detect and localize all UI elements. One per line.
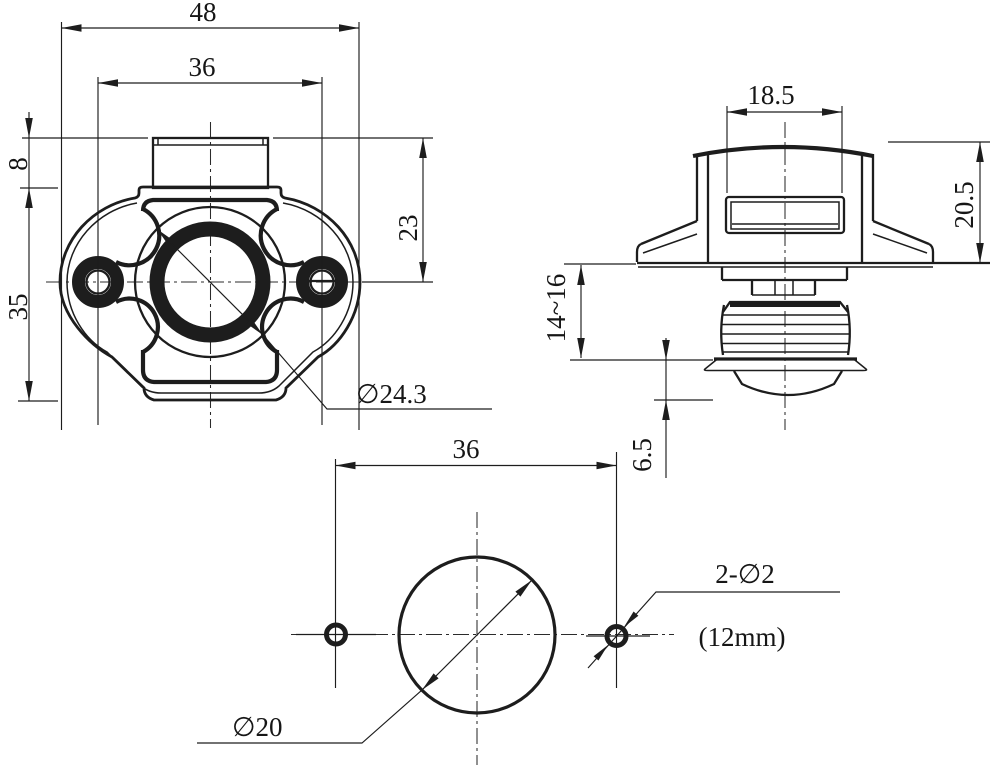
arrowhead bbox=[422, 673, 439, 690]
right-wing-edge bbox=[872, 219, 930, 246]
arrowhead bbox=[577, 265, 585, 285]
dim-label: ∅20 bbox=[232, 712, 283, 742]
right-wing-edge2 bbox=[872, 233, 928, 254]
latch-body bbox=[58, 185, 362, 402]
neck-ticks bbox=[752, 280, 815, 296]
arrowhead bbox=[593, 645, 608, 661]
dim-label: ∅24.3 bbox=[356, 379, 427, 409]
arrowhead bbox=[335, 461, 356, 470]
neck-upper bbox=[720, 267, 849, 282]
arrowhead bbox=[25, 381, 33, 401]
neck-lower bbox=[750, 280, 817, 295]
arrowhead bbox=[98, 79, 118, 87]
neck-assembly bbox=[720, 267, 849, 296]
latch-slot-outer bbox=[724, 195, 846, 235]
head-cap bbox=[635, 144, 990, 268]
arrowhead bbox=[662, 400, 670, 420]
dim-label: 8 bbox=[3, 157, 33, 171]
knob bbox=[133, 205, 287, 359]
dim-body-height: 35 bbox=[3, 188, 58, 402]
arrowhead bbox=[976, 142, 984, 162]
arrowhead bbox=[624, 611, 639, 627]
arrowhead bbox=[25, 188, 33, 208]
arrowhead bbox=[662, 340, 670, 360]
drill-template: 36 ∅20 2-∅2 (12mm) bbox=[197, 434, 840, 765]
latch-slot-inner bbox=[730, 201, 840, 230]
leader-line bbox=[197, 689, 423, 744]
dim-hole-spacing-front: 36 bbox=[97, 52, 323, 425]
diameter-line bbox=[421, 579, 533, 691]
plate-petal-lower-left bbox=[115, 296, 160, 354]
plate-petal-lower-right bbox=[260, 296, 305, 354]
dim-tip-length: 6.5 bbox=[627, 338, 713, 478]
dim-label: 36 bbox=[453, 434, 480, 464]
threaded-barrel bbox=[703, 300, 868, 397]
body-outer-contour bbox=[58, 185, 362, 402]
dim-label: 20.5 bbox=[949, 181, 979, 228]
arrowhead bbox=[419, 138, 427, 158]
side-view: 18.5 20.5 14~16 6.5 bbox=[541, 80, 990, 478]
dim-label: 2-∅2 bbox=[715, 559, 775, 589]
dim-button-width: 18.5 bbox=[726, 80, 843, 193]
arrowhead bbox=[596, 461, 617, 470]
washer-outline bbox=[703, 357, 868, 372]
arrowhead bbox=[727, 108, 747, 116]
body-inner-contour bbox=[66, 202, 354, 394]
arrowhead bbox=[246, 318, 263, 335]
tip-dome bbox=[733, 370, 843, 397]
dim-pilot-holes: 2-∅2 (12mm) bbox=[587, 559, 840, 669]
dim-head-height: 20.5 bbox=[888, 141, 990, 263]
arrowhead bbox=[577, 338, 585, 358]
left-wing-edge2 bbox=[642, 233, 698, 254]
arrowhead bbox=[419, 262, 427, 282]
leader-line bbox=[262, 334, 492, 410]
arrowhead bbox=[339, 24, 359, 32]
left-wing-tip bbox=[635, 242, 642, 262]
dim-clamp-range: 14~16 bbox=[541, 263, 713, 361]
mount-plate-top bbox=[140, 197, 280, 212]
cap-top-arc bbox=[692, 144, 874, 159]
dim-label: 18.5 bbox=[747, 80, 794, 110]
arrowhead bbox=[976, 243, 984, 263]
mount-plate-bottom bbox=[140, 350, 280, 385]
diameter-line bbox=[156, 228, 264, 336]
arrowhead bbox=[515, 580, 532, 597]
barrel-side-left bbox=[720, 304, 726, 356]
right-wing-tip bbox=[928, 242, 935, 262]
dim-knob-diameter: ∅24.3 bbox=[156, 228, 492, 410]
dim-label: 35 bbox=[3, 294, 33, 321]
dim-center-to-top: 23 bbox=[273, 137, 433, 283]
arrowhead bbox=[25, 118, 33, 138]
barrel-side-right bbox=[845, 304, 851, 356]
dim-button-height: 8 bbox=[3, 112, 148, 401]
dim-label: 23 bbox=[393, 215, 423, 242]
arrowhead bbox=[61, 24, 82, 32]
dim-label: 48 bbox=[190, 0, 217, 27]
knob-outer-circle bbox=[133, 205, 287, 359]
dim-label: 6.5 bbox=[627, 438, 657, 472]
plate-petal-upper-right bbox=[258, 207, 305, 268]
arrowhead bbox=[822, 108, 842, 116]
dim-main-bore: ∅20 bbox=[197, 579, 533, 744]
panel-thickness-note: (12mm) bbox=[699, 622, 786, 652]
barrel-top-chamfer bbox=[722, 300, 849, 313]
left-wing-edge bbox=[640, 219, 698, 246]
plate-petal-upper-left bbox=[115, 207, 162, 268]
dim-label: 14~16 bbox=[541, 274, 571, 343]
dim-label: 36 bbox=[189, 52, 216, 82]
dim-overall-width: 48 bbox=[60, 0, 360, 430]
front-view: 48 36 8 35 bbox=[3, 0, 492, 430]
arrowhead bbox=[157, 229, 174, 246]
main-bore-circle bbox=[397, 555, 557, 715]
dim-hole-spacing-template: 36 bbox=[334, 434, 618, 688]
arrowhead bbox=[302, 79, 322, 87]
knob-thick-ring bbox=[149, 221, 271, 343]
leader-line bbox=[587, 591, 840, 669]
